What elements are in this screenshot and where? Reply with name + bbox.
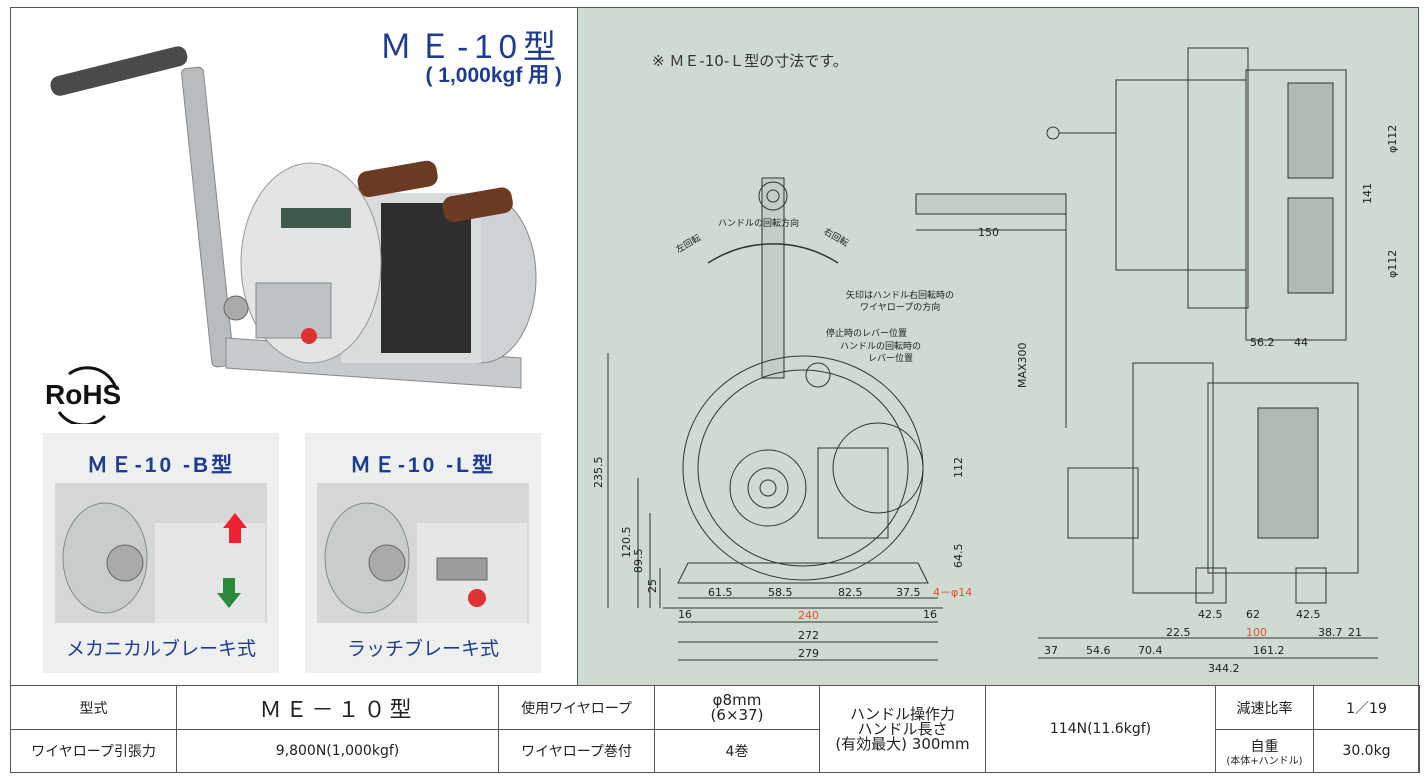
dim-704: 70.4 — [1138, 644, 1163, 657]
side-view — [1067, 362, 1359, 604]
outer-frame — [10, 7, 1419, 773]
winch-photo — [50, 46, 537, 389]
model-capacity: ( 1,000kgf 用 ) — [425, 64, 562, 87]
dim-112b: φ112 — [1386, 125, 1399, 153]
dim-64: 64.5 — [952, 544, 965, 569]
wind-label: ワイヤロープ巻付 — [498, 729, 655, 773]
dim-25: 25 — [646, 579, 659, 593]
dim-44: 44 — [1294, 336, 1308, 349]
brake-button — [301, 328, 317, 344]
top-view — [1046, 47, 1347, 341]
dim-240: 240 — [798, 609, 819, 622]
rope-value: φ8mm (6×37) — [654, 684, 820, 731]
variant-l-caption: ラッチブレーキ式 — [346, 639, 499, 660]
model-name: ＭＥ-10型 — [379, 28, 562, 65]
ratio-label: 減速比率 — [1215, 684, 1314, 731]
dim-375: 37.5 — [896, 586, 921, 599]
handle-length-label: ハンドル長さ — [857, 719, 948, 738]
dimension-drawing: ハンドルの回転方向 左回転 右回転 矢印はハンドル右回転時の ワイヤロープの方向… — [592, 47, 1399, 675]
variant-b-photo — [55, 483, 267, 623]
model-title: ＭＥ-10型 ( 1,000kgf 用 ) — [379, 30, 562, 88]
rope-construction: (6×37) — [710, 705, 764, 724]
variant-card-b: ＭＥ-10 -B型 メカニカルブレーキ式 — [43, 433, 279, 673]
dim-150: 150 — [978, 226, 999, 239]
type-label: 型式 — [10, 684, 177, 731]
drawing-panel: ※ ＭＥ-10-Ｌ型の寸法です。 ハンドルの回転方向 左回転 右回転 矢印はハン… — [577, 8, 1418, 685]
turn-lever-label-1: ハンドルの回転時の — [840, 341, 921, 352]
dim-112a: 112 — [952, 457, 965, 478]
weight-note: (本体+ハンドル) — [1226, 755, 1303, 767]
type-value: ＭＥ－１０型 — [176, 684, 499, 731]
variant-b-title: ＭＥ-10 -B型 — [86, 454, 236, 477]
rope-diameter: φ8mm — [712, 690, 762, 709]
turn-lever-label-2: レバー位置 — [868, 352, 913, 364]
front-view — [663, 177, 943, 609]
tension-value: 9,800N(1,000kgf) — [176, 729, 499, 773]
variant-l-photo — [317, 483, 529, 623]
weight-label: 自重 (本体+ハンドル) — [1215, 729, 1314, 773]
dim-21: 21 — [1348, 626, 1362, 639]
weight-value: 30.0kg — [1313, 729, 1420, 773]
dim-max300: MAX300 — [1016, 342, 1029, 388]
dim-1612: 161.2 — [1253, 644, 1285, 657]
handle-grip — [50, 46, 188, 96]
dim-387: 38.7 — [1318, 626, 1343, 639]
handle-length-value: (有効最大) 300mm — [835, 734, 970, 753]
handle-force-label: ハンドル操作力 — [849, 704, 955, 723]
rohs-text: RoHS — [45, 379, 121, 410]
dim-120: 120.5 — [620, 527, 633, 559]
dim-546: 54.6 — [1086, 644, 1111, 657]
variant-b-caption: メカニカルブレーキ式 — [65, 639, 256, 660]
dim-62: 62 — [1246, 608, 1260, 621]
dim-272: 272 — [798, 629, 819, 642]
tension-label: ワイヤロープ引張力 — [10, 729, 177, 773]
arrow-note-1: 矢印はハンドル右回転時の — [846, 289, 954, 301]
spec-table: 型式 ＭＥ－１０型 使用ワイヤロープ φ8mm (6×37) ハンドル操作力 ハ… — [10, 684, 1420, 773]
handle-arm — [181, 66, 235, 368]
drum-cover-right — [442, 187, 513, 223]
variant-l-title: ＭＥ-10 -L型 — [349, 454, 496, 477]
dim-615: 61.5 — [708, 586, 733, 599]
arrow-note-2: ワイヤロープの方向 — [860, 301, 940, 313]
dim-235: 235.5 — [592, 457, 605, 489]
drawing-note: ※ ＭＥ-10-Ｌ型の寸法です。 — [652, 52, 848, 70]
dim-89: 89.5 — [632, 549, 645, 574]
dim-585: 58.5 — [768, 586, 793, 599]
variant-card-l: ＭＥ-10 -L型 ラッチブレーキ式 — [305, 433, 541, 673]
dim-279: 279 — [798, 647, 819, 660]
hole-label: 4－φ14 — [933, 586, 972, 599]
ratio-value: 1／19 — [1313, 684, 1420, 731]
dim-425b: 42.5 — [1296, 608, 1321, 621]
dim-112c: φ112 — [1386, 250, 1399, 278]
photo-panel: ＭＥ-10型 ( 1,000kgf 用 ) RoHS ＭＥ-10 -B型 メカニ… — [11, 8, 576, 685]
dim-37: 37 — [1044, 644, 1058, 657]
handle-value: 114N(11.6kgf) — [985, 685, 1216, 773]
weight-title: 自重 — [1250, 738, 1279, 755]
wire-drum — [381, 203, 471, 353]
wind-value: 4巻 — [654, 729, 820, 773]
stop-lever-label: 停止時のレバー位置 — [826, 327, 907, 339]
dim-3442: 344.2 — [1208, 662, 1240, 675]
rohs-logo: RoHS — [45, 366, 121, 424]
dim-100: 100 — [1246, 626, 1267, 639]
dim-141: 141 — [1361, 183, 1374, 204]
dim-425a: 42.5 — [1198, 608, 1223, 621]
rotation-dir-label: ハンドルの回転方向 — [718, 217, 799, 229]
dim-562: 56.2 — [1250, 336, 1275, 349]
drum-cover-left — [357, 160, 438, 198]
left-turn-label: 左回転 — [674, 232, 703, 256]
handle-label: ハンドル操作力 ハンドル長さ (有効最大) 300mm — [819, 685, 986, 773]
dim-16b: 16 — [923, 608, 937, 621]
dim-825: 82.5 — [838, 586, 863, 599]
dim-225: 22.5 — [1166, 626, 1191, 639]
dim-16a: 16 — [678, 608, 692, 621]
right-turn-label: 右回転 — [822, 225, 851, 249]
rope-label: 使用ワイヤロープ — [498, 684, 655, 731]
